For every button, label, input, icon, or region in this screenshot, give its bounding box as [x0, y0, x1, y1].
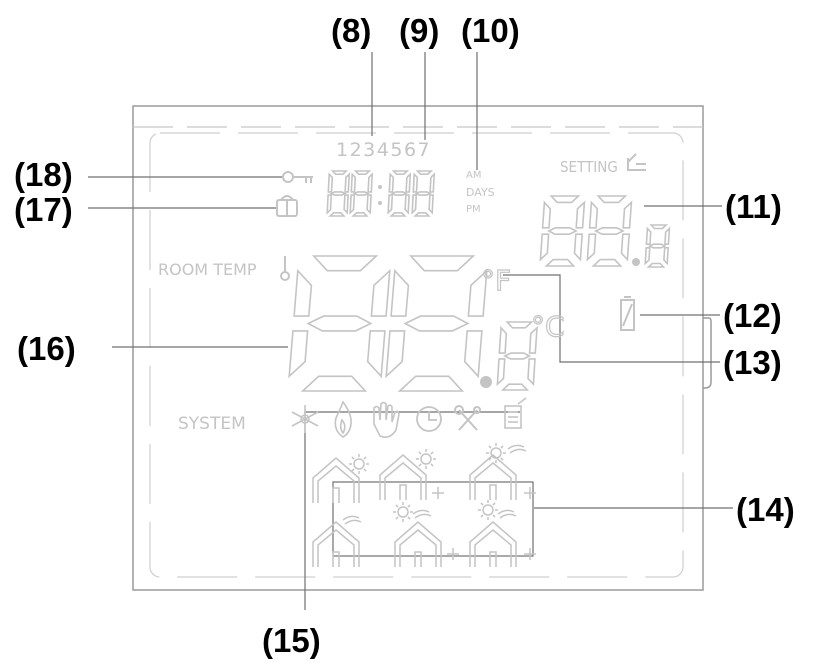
pm-indicator: PM [466, 204, 481, 215]
hand-icon [373, 401, 400, 438]
callout-13: (13) [723, 344, 782, 381]
room-digit-tenth [496, 321, 538, 391]
clock-digit-3 [387, 170, 412, 217]
key-icon [282, 171, 313, 183]
lcd-window [149, 132, 684, 578]
room-decimal-point [480, 376, 492, 388]
side-tab [703, 317, 712, 389]
leader-lines [88, 52, 733, 610]
callout-labels: (8) (9) (10) (18) (17) (11) (12) (13) (1… [14, 12, 795, 659]
system-label: SYSTEM [178, 414, 246, 434]
room-temp-label: ROOM TEMP [158, 260, 257, 279]
day-numbers: 1234567 [336, 139, 431, 161]
clock-colon-top [378, 185, 382, 189]
clock-digit-2 [349, 170, 374, 217]
setting-label: SETTING [560, 159, 618, 176]
celsius-unit: °C [531, 310, 565, 343]
house-sun-fan-wind-small-icon [469, 500, 536, 567]
snowflake-icon [291, 405, 319, 433]
house-sun-icon [312, 515, 362, 567]
callout-11: (11) [725, 188, 782, 225]
lock-icon [276, 195, 298, 217]
schedule-icon [504, 397, 527, 429]
fahrenheit-unit: °F [481, 264, 511, 297]
clock-colon-bottom [378, 201, 382, 205]
house-sun-fan-icon [379, 449, 444, 500]
callout-18: (18) [14, 156, 73, 193]
display-frame [132, 105, 704, 591]
house-sun-fan-small-icon [393, 502, 459, 567]
callout-14: (14) [736, 491, 795, 528]
setting-arrow-icon [627, 153, 646, 171]
clock-digit-1 [326, 170, 351, 217]
callout-12: (12) [723, 297, 782, 334]
setting-decimal-point [632, 258, 640, 266]
clock-icon [416, 406, 442, 432]
callout-16: (16) [17, 330, 76, 367]
house-group-bracket [332, 481, 534, 557]
lcd-digit-groups [288, 170, 671, 392]
days-indicator: DAYS [466, 186, 495, 199]
am-indicator: AM [466, 170, 481, 181]
house-sun-fan-wind-icon [469, 443, 536, 500]
lcd-dots [378, 185, 640, 388]
leader-13 [503, 274, 720, 363]
setting-digit-1 [539, 195, 586, 267]
tools-icon [454, 405, 481, 431]
callout-10: (10) [461, 12, 520, 49]
room-digit-2 [385, 255, 488, 392]
clock-digit-4 [411, 170, 436, 217]
battery-icon [620, 296, 635, 331]
callout-15: (15) [262, 622, 321, 659]
callout-8: (8) [331, 12, 371, 49]
room-digit-1 [288, 255, 391, 392]
house-heat-sun-icon [312, 454, 369, 503]
house-mode-icons [312, 443, 536, 567]
thermometer-icon [280, 256, 290, 281]
setting-digit-2 [586, 195, 633, 267]
setting-digit-tenth [644, 224, 671, 268]
callout-9: (9) [399, 12, 439, 49]
flame-icon [334, 400, 352, 438]
callout-17: (17) [14, 191, 73, 228]
